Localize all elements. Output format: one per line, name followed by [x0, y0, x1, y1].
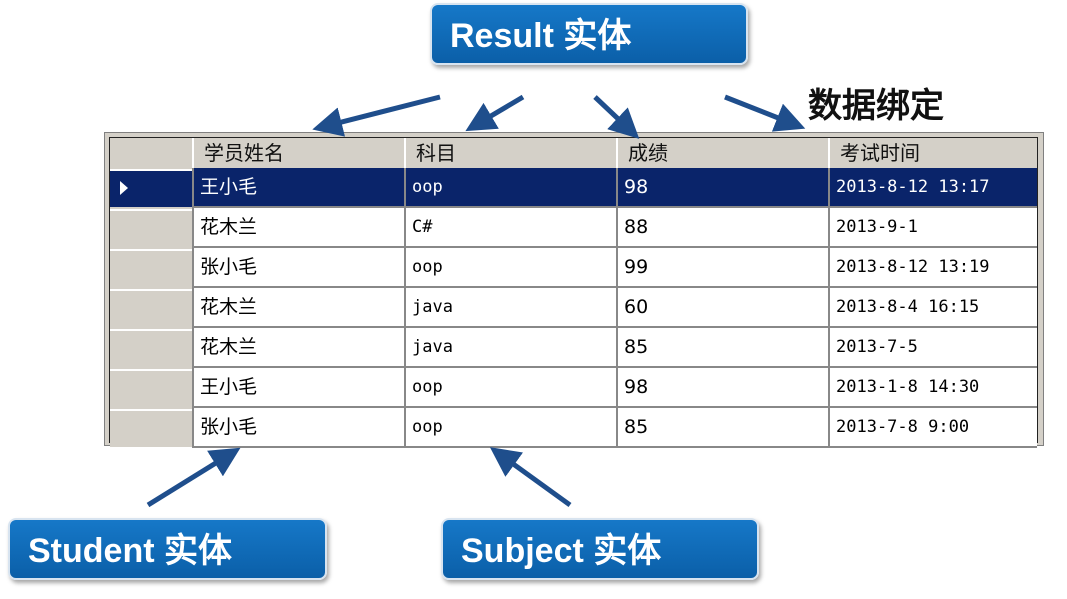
cell-subject[interactable]: oop — [404, 248, 616, 288]
arrow-subject-to-subject — [489, 447, 572, 508]
student-entity-callout: Student 实体 — [8, 518, 327, 580]
column-header-name[interactable]: 学员姓名 — [192, 138, 404, 168]
cell-name[interactable]: 王小毛 — [192, 368, 404, 408]
cell-exam-time[interactable]: 2013-8-12 13:19 — [828, 248, 1037, 288]
column-header-score[interactable]: 成绩 — [616, 138, 828, 168]
cell-exam-time[interactable]: 2013-1-8 14:30 — [828, 368, 1037, 408]
cell-subject[interactable]: oop — [404, 408, 616, 448]
cell-subject[interactable]: oop — [404, 368, 616, 408]
cell-exam-time[interactable]: 2013-9-1 — [828, 208, 1037, 248]
cell-subject[interactable]: java — [404, 288, 616, 328]
arrow-to-score-column — [593, 95, 640, 139]
arrow-to-time-column — [724, 94, 806, 132]
cell-subject[interactable]: C# — [404, 208, 616, 248]
cell-score[interactable]: 99 — [616, 248, 828, 288]
arrow-to-name-column — [312, 94, 441, 137]
row-header[interactable] — [110, 209, 192, 247]
column-header-subject[interactable]: 科目 — [404, 138, 616, 168]
row-header[interactable] — [110, 169, 192, 207]
cell-score[interactable]: 98 — [616, 168, 828, 208]
cell-exam-time[interactable]: 2013-7-8 9:00 — [828, 408, 1037, 448]
cell-name[interactable]: 花木兰 — [192, 288, 404, 328]
cell-name[interactable]: 花木兰 — [192, 328, 404, 368]
row-header[interactable] — [110, 329, 192, 367]
row-header[interactable] — [110, 369, 192, 407]
cell-subject[interactable]: java — [404, 328, 616, 368]
subject-entity-callout: Subject 实体 — [441, 518, 759, 580]
cell-name[interactable]: 张小毛 — [192, 408, 404, 448]
arrow-student-to-name — [146, 447, 241, 508]
data-binding-label: 数据绑定 — [808, 86, 944, 126]
row-header[interactable] — [110, 289, 192, 327]
cell-name[interactable]: 张小毛 — [192, 248, 404, 288]
cell-score[interactable]: 60 — [616, 288, 828, 328]
cell-exam-time[interactable]: 2013-8-12 13:17 — [828, 168, 1037, 208]
cell-score[interactable]: 85 — [616, 328, 828, 368]
result-entity-callout: Result 实体 — [430, 3, 748, 65]
cell-exam-time[interactable]: 2013-7-5 — [828, 328, 1037, 368]
cell-score[interactable]: 98 — [616, 368, 828, 408]
cell-name[interactable]: 王小毛 — [192, 168, 404, 208]
row-header[interactable] — [110, 249, 192, 287]
current-row-indicator-icon — [120, 181, 128, 195]
arrow-to-subject-column — [465, 94, 525, 132]
cell-subject[interactable]: oop — [404, 168, 616, 208]
cell-score[interactable]: 85 — [616, 408, 828, 448]
column-header-exam-time[interactable]: 考试时间 — [828, 138, 1037, 168]
row-header[interactable] — [110, 409, 192, 447]
cell-score[interactable]: 88 — [616, 208, 828, 248]
cell-name[interactable]: 花木兰 — [192, 208, 404, 248]
cell-exam-time[interactable]: 2013-8-4 16:15 — [828, 288, 1037, 328]
